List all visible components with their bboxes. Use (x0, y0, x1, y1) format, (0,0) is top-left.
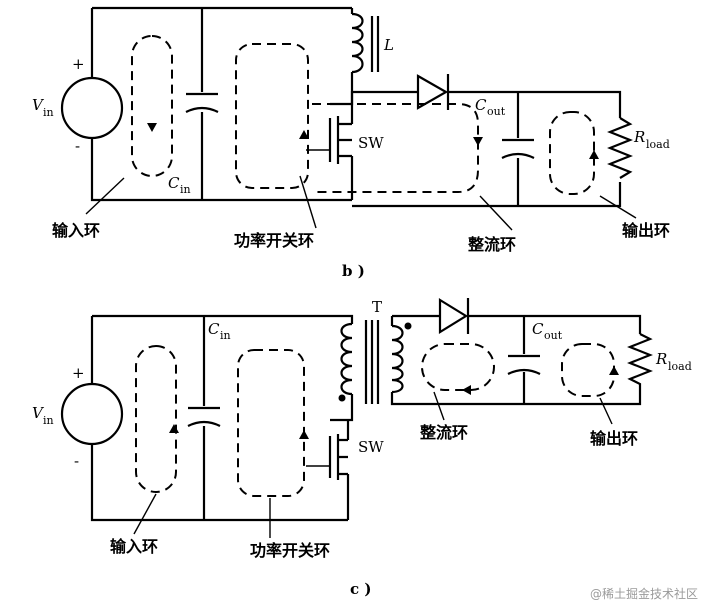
panel-b-vin-plus: + (72, 55, 85, 73)
panel-b-power-switch-loop (235, 43, 309, 189)
panel-c-label-rectifier-loop: 整流环 (419, 423, 468, 442)
panel-c-diode (438, 298, 470, 334)
panel-c-vin-minus: - (74, 452, 79, 470)
panel-b-label-rectifier-loop: 整流环 (467, 235, 516, 254)
panel-c-rload-sub: load (668, 360, 692, 373)
panel-b-cin-capacitor: C in (168, 92, 219, 196)
panel-c-vin-sub: in (43, 414, 54, 427)
panel-c-secondary-dot-icon (404, 322, 412, 330)
panel-b-label-input-loop: 输入环 (52, 221, 100, 240)
panel-b-label-power-switch-loop: 功率开关环 (234, 231, 314, 250)
panel-c-vin-plus: + (72, 364, 85, 382)
panel-c-switch-label: SW (358, 438, 384, 456)
panel-b: + - V in C in L SW (32, 6, 670, 280)
panel-b-output-loop (549, 111, 595, 195)
panel-c-power-switch-loop (237, 349, 305, 497)
panel-b-vin-sub: in (43, 106, 54, 119)
panel-c-label-input-loop: 输入环 (110, 537, 158, 556)
panel-c-input-loop (135, 345, 177, 493)
panel-b-label-output-loop: 输出环 (622, 221, 670, 240)
panel-b-inductor: L (351, 12, 394, 74)
panel-b-cin-sub: in (180, 183, 191, 196)
panel-b-output-arrow-icon (589, 150, 599, 159)
panel-b-inductor-label: L (383, 36, 394, 54)
panel-b-cin-label: C (168, 174, 180, 192)
panel-c-switch: SW (306, 430, 384, 484)
panel-c-vin-source: + - V in (32, 364, 124, 470)
panel-b-rectifier-loop (312, 103, 479, 193)
panel-c-wires (90, 314, 642, 522)
panel-c-input-arrow-icon (169, 424, 179, 433)
panel-c-cout-capacitor: C out (507, 320, 563, 375)
panel-c-label-power-switch-loop: 功率开关环 (250, 541, 330, 560)
panel-c-rload-label: R (655, 350, 667, 368)
panel-b-input-arrow-icon (147, 123, 157, 132)
panel-c-primary-dot-icon (338, 394, 346, 402)
panel-c-transformer: T (338, 298, 412, 404)
panel-b-cout-capacitor: C out (475, 96, 535, 159)
panel-c: + - V in C in T (32, 298, 692, 598)
panel-b-cout-label: C (475, 96, 487, 114)
panel-c-caption: c ) (350, 580, 371, 598)
panel-c-rectifier-loop (421, 343, 495, 391)
panel-b-rectifier-arrow-icon (473, 137, 483, 146)
panel-b-vin-label: V (32, 96, 45, 114)
panel-c-rload: R load (627, 333, 692, 392)
watermark-text: @稀土掘金技术社区 (590, 586, 698, 601)
panel-c-transformer-label: T (372, 298, 382, 316)
panel-b-vin-minus: - (75, 137, 80, 155)
panel-c-vin-label: V (32, 404, 45, 422)
panel-c-output-arrow-icon (609, 366, 619, 375)
panel-b-input-loop (131, 35, 173, 177)
panel-c-leaders (133, 391, 613, 538)
panel-c-cout-sub: out (544, 329, 563, 342)
panel-b-switch-label: SW (358, 134, 384, 152)
panel-c-rectifier-arrow-icon (462, 385, 471, 395)
panel-b-switch: SW (306, 112, 384, 168)
panel-b-power-arrow-icon (299, 130, 309, 139)
panel-b-wires (90, 6, 622, 208)
panel-b-leaders (85, 175, 637, 231)
panel-c-cin-label: C (208, 320, 220, 338)
panel-c-cout-label: C (532, 320, 544, 338)
panel-c-power-arrow-icon (299, 430, 309, 439)
panel-b-rload-label: R (633, 128, 645, 146)
panel-b-loops (131, 35, 599, 195)
panel-b-cout-sub: out (487, 105, 506, 118)
panel-c-cin-sub: in (220, 329, 231, 342)
panel-b-rload: R load (607, 117, 670, 179)
panel-c-label-output-loop: 输出环 (590, 429, 638, 448)
panel-b-rload-sub: load (646, 138, 670, 151)
panel-b-caption: b ) (342, 262, 365, 280)
panel-c-output-loop (561, 343, 615, 397)
panel-c-cin-capacitor: C in (187, 320, 231, 427)
panel-c-loops (135, 343, 619, 497)
panel-b-vin-source: + - V in (32, 55, 124, 155)
